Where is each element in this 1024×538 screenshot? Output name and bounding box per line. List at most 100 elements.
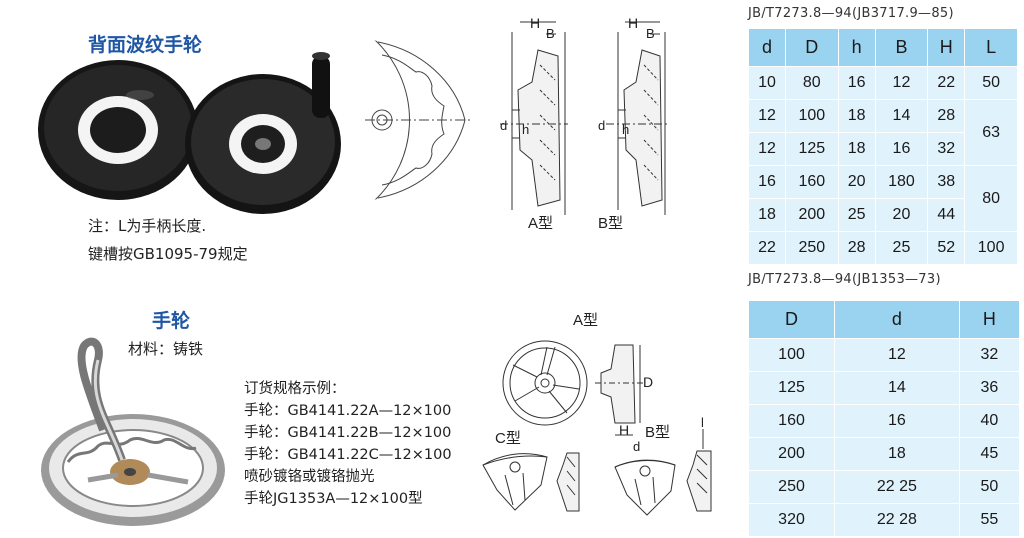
table-cell: 12 (748, 99, 786, 133)
dim-B-b: B (646, 26, 655, 41)
table-cell: 44 (927, 198, 966, 232)
table-cell: 250 (784, 231, 839, 265)
order-example-section: 订货规格示例： 手轮：GB4141.22A—12×100 手轮：GB4141.2… (244, 378, 452, 510)
dim-d-a: d (500, 118, 507, 133)
table-row: 200 18 45 (747, 437, 1021, 471)
order-example-title: 订货规格示例： (244, 381, 346, 397)
table-header-row: d D h B H L (748, 28, 1018, 67)
col-header-B: B (874, 28, 929, 67)
table-cell: 125 (747, 371, 836, 405)
table-cell: 50 (964, 66, 1018, 100)
dim-d-b: d (598, 118, 605, 133)
dim-h-a: h (522, 122, 529, 137)
table-cell: 52 (927, 231, 966, 265)
table-cell: 20 (874, 198, 929, 232)
table-row: 22 250 28 25 52 100 (748, 231, 1018, 265)
table-cell: 63 (964, 99, 1018, 166)
table-cell: 38 (927, 165, 966, 199)
handwheel-photo-pair (38, 52, 341, 214)
type-label-b: B型 (598, 215, 623, 232)
note-keyway-standard: 键槽按GB1095-79规定 (88, 245, 248, 263)
note-handle-length: 注：L为手柄长度. (88, 217, 207, 235)
table-row: 10 80 16 12 22 50 (748, 66, 1018, 100)
table-cell: 18 (837, 99, 876, 133)
table-cell: 36 (958, 371, 1021, 405)
table-cell: 28 (837, 231, 876, 265)
table-cell: 160 (747, 404, 836, 438)
dim-l-bottom: l (701, 415, 704, 430)
table-cell: 200 (784, 198, 839, 232)
table-cell: 12 (874, 66, 929, 100)
order-line: 喷砂镀铬或镀铬抛光 (244, 469, 375, 485)
top-technical-drawing: H B d h H B d h A型 B型 (365, 15, 670, 232)
table-cell: 18 (837, 132, 876, 166)
table-cell: 16 (748, 165, 786, 199)
table-cell: 28 (927, 99, 966, 133)
table-row: 12 125 18 16 32 (748, 132, 1018, 166)
table-cell: 200 (747, 437, 836, 471)
table-cell: 16 (834, 404, 960, 438)
table-cell: 18 (834, 437, 960, 471)
table-cell: 55 (958, 503, 1021, 537)
type-label-c-bottom: C型 (495, 430, 521, 447)
table-row: 320 22 28 55 (747, 503, 1021, 537)
col-header-d: d (834, 300, 960, 339)
table-cell: 250 (747, 470, 836, 504)
dim-D-bottom: D (643, 374, 653, 390)
table-cell: 25 (874, 231, 929, 265)
table-cell: 12 (834, 338, 960, 372)
table-cell: 14 (874, 99, 929, 133)
table-header-row: D d H (747, 300, 1021, 339)
type-label-a: A型 (528, 215, 553, 232)
col-header-d: d (748, 28, 786, 67)
order-line: 手轮：GB4141.22C—12×100 (244, 447, 452, 463)
table-cell: 16 (837, 66, 876, 100)
table-cell: 80 (784, 66, 839, 100)
material-label: 材料：铸铁 (128, 340, 204, 358)
table-row: 125 14 36 (747, 371, 1021, 405)
col-header-L: L (964, 28, 1018, 67)
product-title-corrugated-handwheel: 背面波纹手轮 (88, 34, 203, 56)
col-header-H: H (958, 300, 1021, 339)
dim-B-a: B (546, 26, 555, 41)
table-cell: 160 (784, 165, 839, 199)
dim-h-b: h (622, 122, 629, 137)
product-title-handwheel: 手轮 (152, 310, 191, 332)
table-cell: 100 (784, 99, 839, 133)
table-cell: 18 (748, 198, 786, 232)
dim-H-a: H (530, 15, 540, 31)
table-cell: 22 (927, 66, 966, 100)
table-cell: 180 (874, 165, 929, 199)
dim-H-bottom: H (619, 422, 629, 438)
col-header-D: D (784, 28, 839, 67)
table-cell: 320 (747, 503, 836, 537)
col-header-D: D (747, 300, 836, 339)
table-row: 250 22 25 50 (747, 470, 1021, 504)
table-cell: 32 (927, 132, 966, 166)
table-cell: 22 28 (834, 503, 960, 537)
table-cell: 25 (837, 198, 876, 232)
spec-table-handwheel: D d H 100 12 32 125 14 36 160 16 40 200 … (747, 300, 1021, 537)
table-cell: 10 (748, 66, 786, 100)
table-cell: 20 (837, 165, 876, 199)
order-line: 手轮：GB4141.22B—12×100 (244, 425, 452, 441)
table-row: 160 16 40 (747, 404, 1021, 438)
table2-standard: JB/T7273.8—94(JB1353—73) (748, 272, 941, 287)
chrome-handwheel-photo (41, 337, 225, 526)
col-header-h: h (837, 28, 876, 67)
order-line: 手轮：GB4141.22A—12×100 (244, 403, 452, 419)
table-cell: 100 (964, 231, 1018, 265)
table-cell: 32 (958, 338, 1021, 372)
table-cell: 22 (748, 231, 786, 265)
table-row: 12 100 18 14 28 63 (748, 99, 1018, 166)
table-row: 18 200 25 20 44 (748, 198, 1018, 232)
table-cell: 12 (748, 132, 786, 166)
table-cell: 40 (958, 404, 1021, 438)
table-row: 16 160 20 180 38 80 (748, 165, 1018, 232)
dim-d-bottom: d (633, 439, 640, 454)
col-header-H: H (927, 28, 966, 67)
spec-table-corrugated: d D h B H L 10 80 16 12 22 50 12 100 18 … (748, 28, 1018, 265)
bottom-technical-drawing: A型 D H B型 d l C型 (482, 312, 712, 516)
table-cell: 125 (784, 132, 839, 166)
type-label-b-bottom: B型 (645, 424, 670, 441)
